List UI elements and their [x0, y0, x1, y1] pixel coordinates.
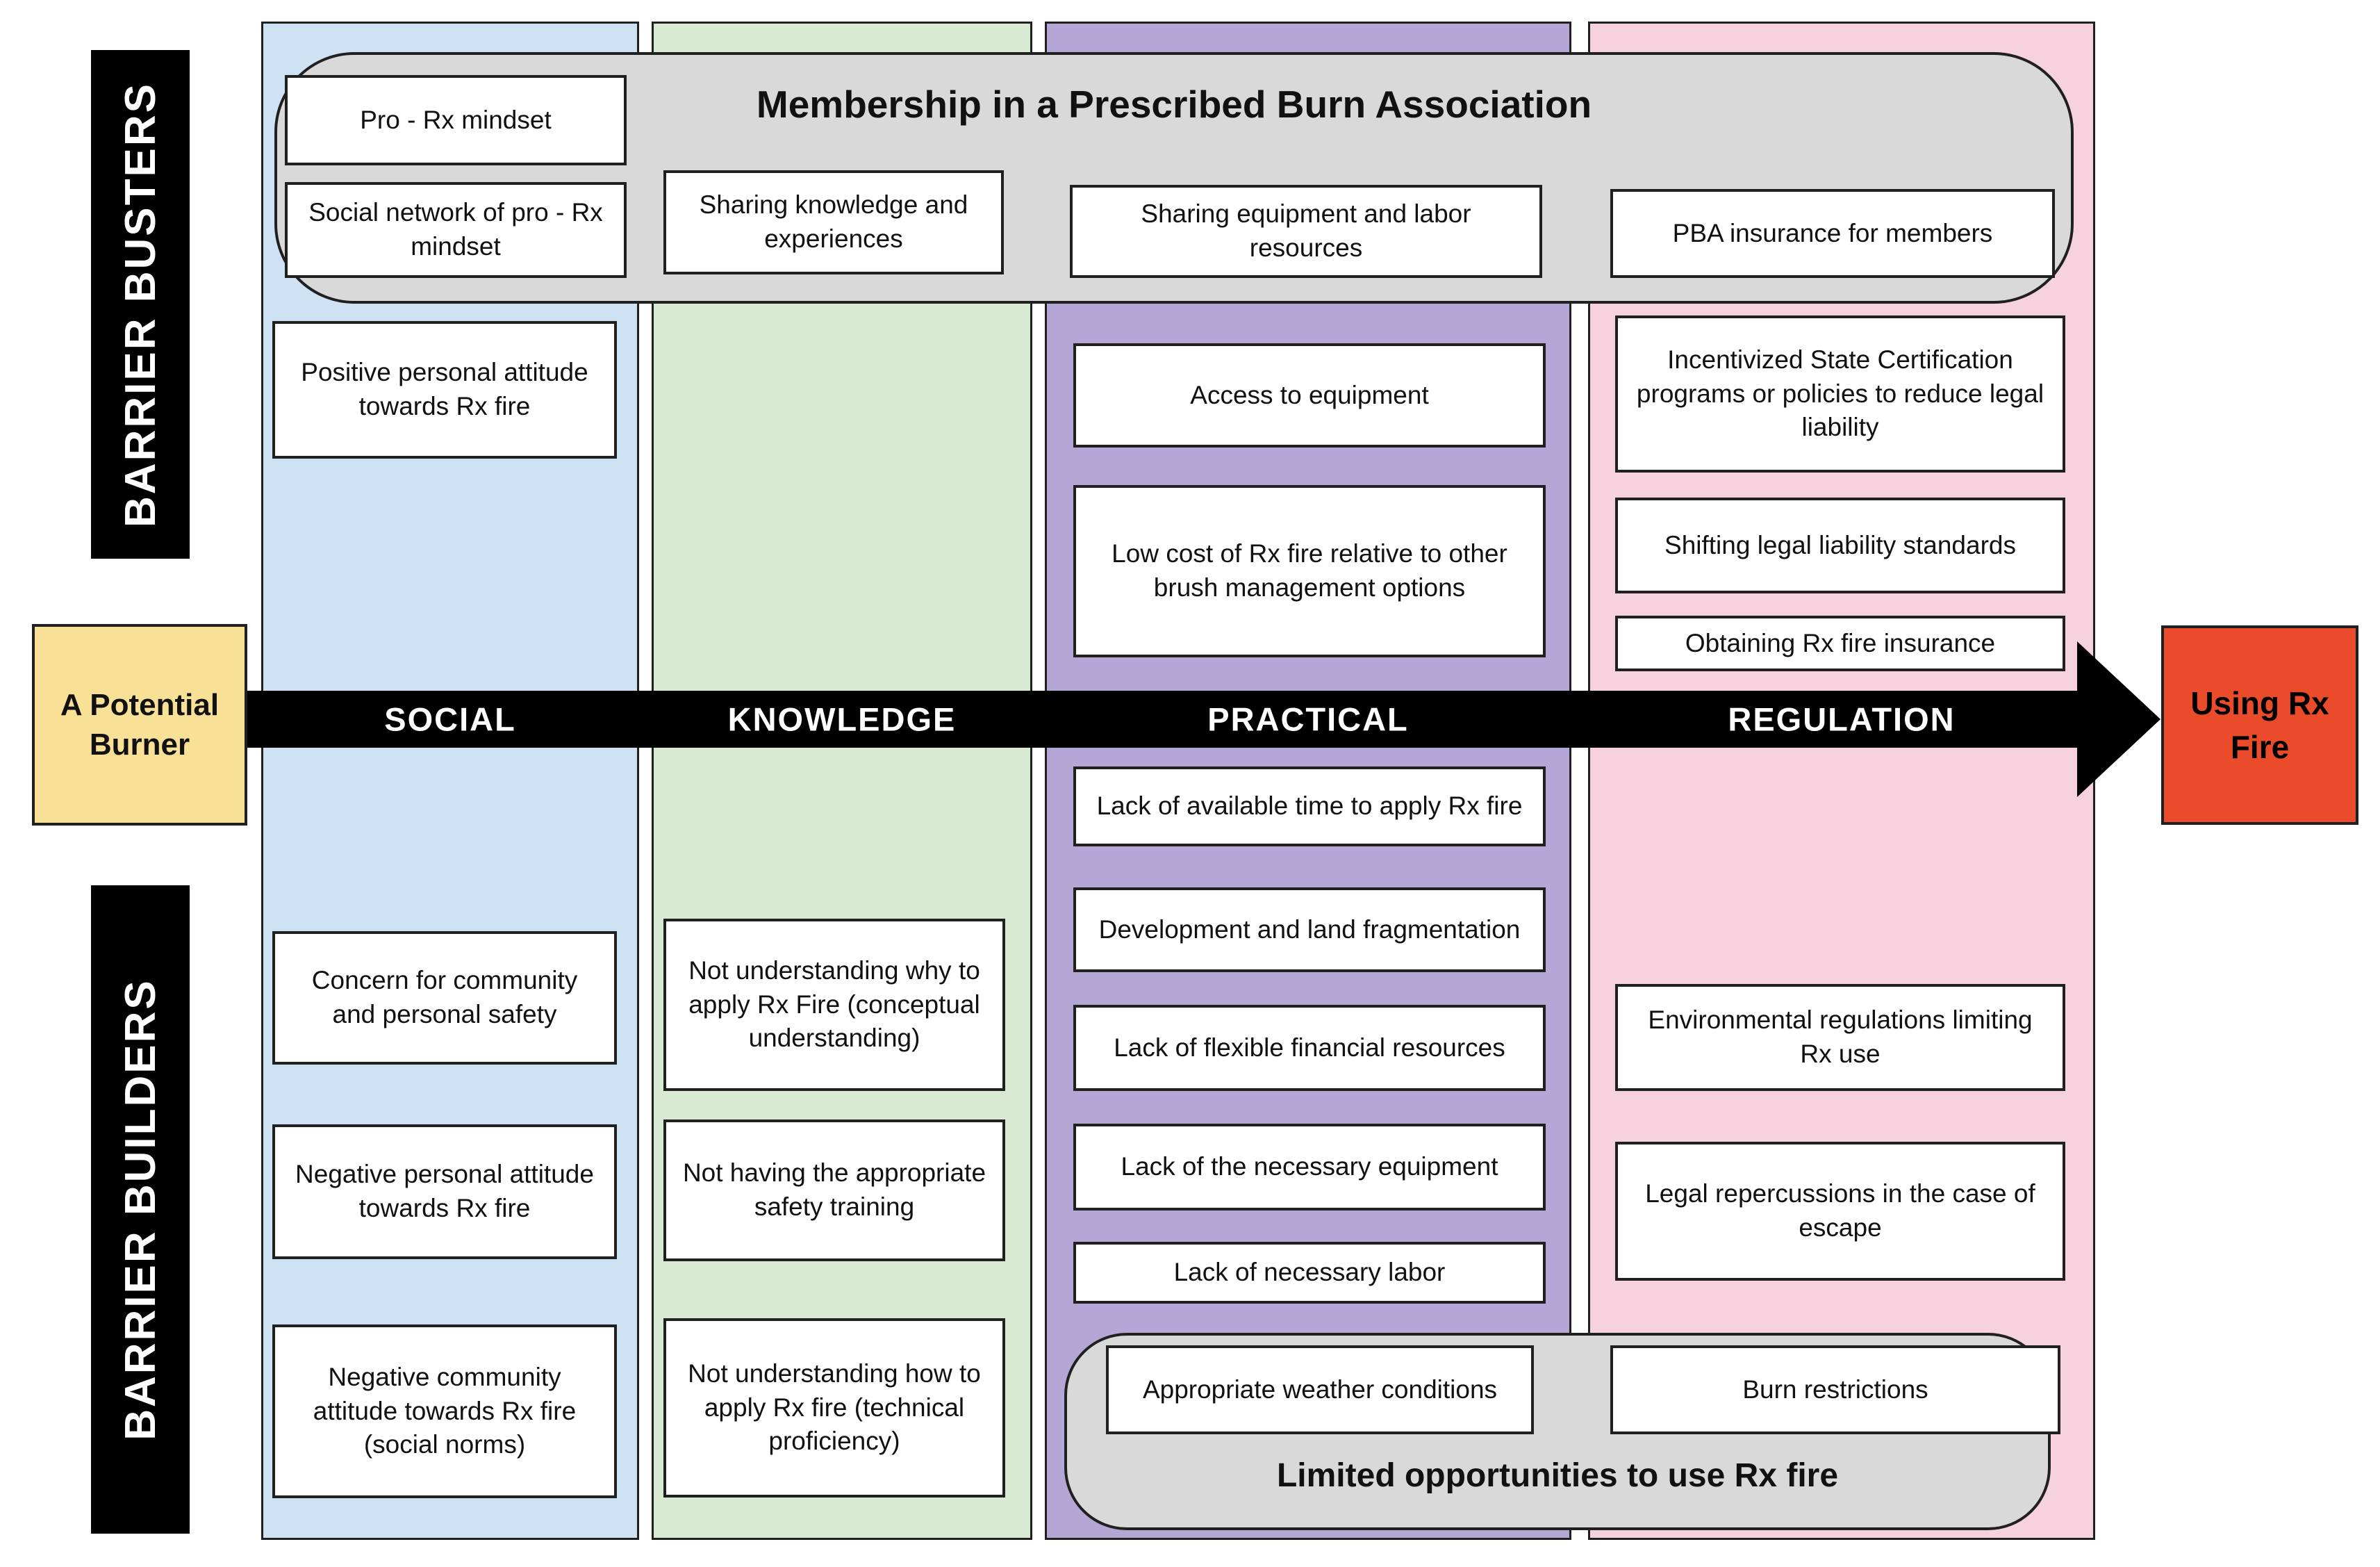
box-legal-repercussions: Legal repercussions in the case of escap…	[1615, 1142, 2065, 1281]
box-lack-financial-resources: Lack of flexible financial resources	[1073, 1005, 1546, 1091]
box-sharing-knowledge: Sharing knowledge and experiences	[663, 170, 1004, 274]
box-pba-insurance: PBA insurance for members	[1610, 189, 2055, 278]
box-development-fragmentation: Development and land fragmentation	[1073, 887, 1546, 972]
box-positive-personal-attitude: Positive personal attitude towards Rx fi…	[272, 321, 617, 459]
axis-label-social: SOCIAL	[384, 700, 516, 738]
box-lack-necessary-equipment: Lack of the necessary equipment	[1073, 1124, 1546, 1211]
box-low-cost-rx-fire: Low cost of Rx fire relative to other br…	[1073, 485, 1546, 657]
box-negative-personal-attitude: Negative personal attitude towards Rx fi…	[272, 1124, 617, 1259]
box-shifting-legal-liability: Shifting legal liability standards	[1615, 498, 2065, 593]
barrier-axis-arrow	[247, 691, 2079, 748]
box-social-network-pro-rx: Social network of pro - Rx mindset	[285, 182, 627, 278]
box-negative-community-attitude: Negative community attitude towards Rx f…	[272, 1324, 617, 1498]
box-environmental-regulations: Environmental regulations limiting Rx us…	[1615, 984, 2065, 1091]
limited-opportunities-title: Limited opportunities to use Rx fire	[1276, 1457, 1839, 1494]
arrow-head-icon	[2077, 641, 2160, 797]
box-concern-community-safety: Concern for community and personal safet…	[272, 931, 617, 1065]
axis-label-regulation: REGULATION	[1728, 700, 1956, 738]
barrier-busters-rail: BARRIER BUSTERS	[91, 50, 190, 559]
box-lack-necessary-labor: Lack of necessary labor	[1073, 1242, 1546, 1304]
barrier-busters-label: BARRIER BUSTERS	[116, 81, 165, 527]
box-burn-restrictions: Burn restrictions	[1610, 1345, 2060, 1434]
box-not-understanding-why: Not understanding why to apply Rx Fire (…	[663, 919, 1005, 1091]
axis-label-knowledge: KNOWLEDGE	[727, 700, 957, 738]
box-access-to-equipment: Access to equipment	[1073, 343, 1546, 448]
box-incentivized-certification: Incentivized State Certification program…	[1615, 315, 2065, 473]
pba-banner-title: Membership in a Prescribed Burn Associat…	[756, 83, 1592, 126]
box-lack-of-time: Lack of available time to apply Rx fire	[1073, 766, 1546, 846]
box-appropriate-weather: Appropriate weather conditions	[1106, 1345, 1534, 1434]
using-rx-fire-node: Using Rx Fire	[2161, 625, 2358, 825]
box-obtaining-rx-insurance: Obtaining Rx fire insurance	[1615, 616, 2065, 671]
potential-burner-node: A Potential Burner	[32, 624, 247, 826]
box-sharing-equipment-labor: Sharing equipment and labor resources	[1070, 185, 1542, 278]
box-no-safety-training: Not having the appropriate safety traini…	[663, 1119, 1005, 1261]
barrier-builders-label: BARRIER BUILDERS	[116, 978, 165, 1441]
barrier-builders-rail: BARRIER BUILDERS	[91, 885, 190, 1534]
box-not-understanding-how: Not understanding how to apply Rx fire (…	[663, 1318, 1005, 1498]
axis-label-practical: PRACTICAL	[1207, 700, 1409, 738]
box-pro-rx-mindset: Pro - Rx mindset	[285, 75, 627, 165]
